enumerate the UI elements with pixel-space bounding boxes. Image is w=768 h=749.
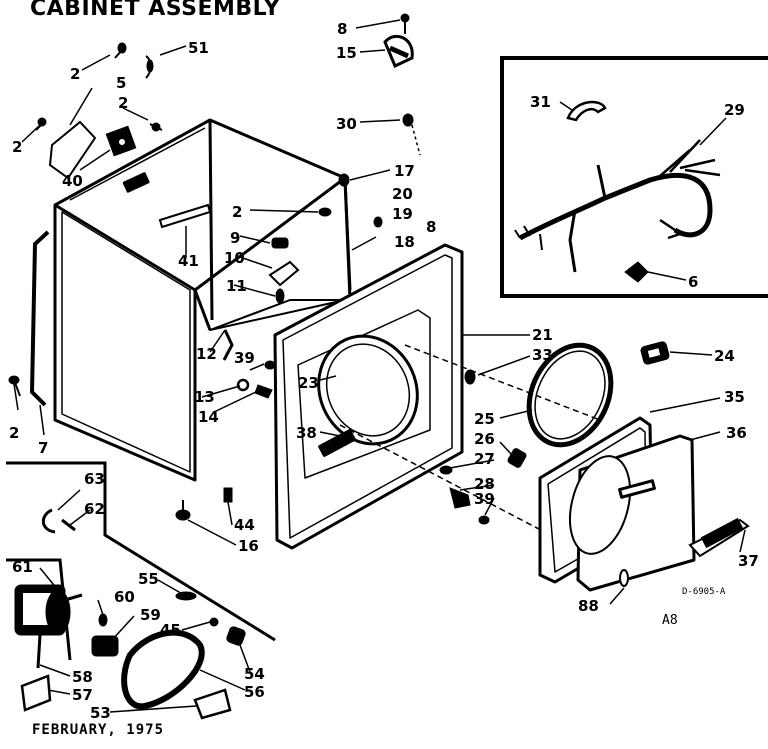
- callout-35: 35: [724, 388, 745, 406]
- foot-parts-16-44: [175, 487, 233, 521]
- callout-37: 37: [738, 552, 759, 570]
- callout-2: 2: [12, 138, 22, 156]
- hinge-parts-26-27-28: [439, 369, 527, 525]
- callout-40: 40: [62, 172, 83, 190]
- cabinet-box: [53, 118, 352, 482]
- callout-38: 38: [296, 424, 317, 442]
- callout-8: 8: [426, 218, 436, 236]
- callout-9: 9: [230, 229, 240, 247]
- callout-labels: 8 15 51 2 5 2 2 40 30 17 20 2 19 8 9 18 …: [9, 20, 759, 722]
- callout-29: 29: [724, 101, 745, 119]
- callout-28: 28: [474, 475, 495, 493]
- callout-53: 53: [90, 704, 111, 722]
- callout-31: 31: [530, 93, 551, 111]
- callout-23: 23: [298, 374, 319, 392]
- callout-60: 60: [114, 588, 135, 606]
- callout-44: 44: [234, 516, 255, 534]
- callout-25: 25: [474, 410, 495, 428]
- door-handle-part-37: [688, 517, 750, 558]
- callout-24: 24: [714, 347, 735, 365]
- callout-54: 54: [244, 665, 265, 683]
- callout-2: 2: [9, 424, 19, 442]
- bracket-plate-part-5: [48, 120, 137, 180]
- drive-belt-part-45: [121, 629, 205, 710]
- screws-top-left: [35, 42, 163, 132]
- callout-62: 62: [84, 500, 105, 518]
- switch-parts-9-10-11: [268, 237, 300, 304]
- callout-26: 26: [474, 430, 495, 448]
- footer-date: FEBRUARY, 1975: [32, 722, 165, 738]
- callout-21: 21: [532, 326, 553, 344]
- callout-36: 36: [726, 424, 747, 442]
- callout-6: 6: [688, 273, 698, 291]
- front-panel-part-21: [273, 243, 601, 550]
- motor-part-61: [14, 584, 83, 669]
- callout-30: 30: [336, 115, 357, 133]
- callout-58: 58: [72, 668, 93, 686]
- callout-57: 57: [72, 686, 93, 704]
- callout-19: 19: [392, 205, 413, 223]
- callout-8: 8: [337, 20, 347, 38]
- callout-59: 59: [140, 606, 161, 624]
- leader-lines: [13, 19, 746, 713]
- callout-39: 39: [474, 490, 495, 508]
- drawing-code: D-6905-A: [682, 587, 726, 597]
- door-part-36: [538, 416, 696, 592]
- callout-15: 15: [336, 44, 357, 62]
- callout-2: 2: [118, 94, 128, 112]
- callout-56: 56: [244, 683, 265, 701]
- callout-88: 88: [578, 597, 599, 615]
- bracket-part-41: [158, 203, 212, 229]
- callout-10: 10: [224, 249, 245, 267]
- page-title: CABINET ASSEMBLY: [30, 0, 281, 21]
- callout-17: 17: [394, 162, 415, 180]
- callout-33: 33: [532, 346, 553, 364]
- clip-parts-62-63: [41, 508, 76, 534]
- callout-41: 41: [178, 252, 199, 270]
- callout-7: 7: [38, 439, 48, 457]
- callout-20: 20: [392, 185, 413, 203]
- callout-39: 39: [234, 349, 255, 367]
- gasket-ring-part-25: [526, 342, 614, 448]
- callout-27: 27: [474, 450, 495, 468]
- callout-51: 51: [188, 39, 209, 57]
- callout-61: 61: [12, 558, 33, 576]
- pulley-parts-54-55-59-60: [91, 591, 246, 657]
- callout-14: 14: [198, 408, 219, 426]
- latch-part-24: [640, 341, 670, 365]
- sheet-code: A8: [662, 613, 678, 628]
- callout-18: 18: [394, 233, 415, 251]
- callout-2: 2: [232, 203, 242, 221]
- callout-5: 5: [116, 74, 126, 92]
- callout-12: 12: [196, 345, 217, 363]
- callout-11: 11: [226, 277, 247, 295]
- side-strip-part-18: [343, 179, 352, 291]
- callout-16: 16: [238, 537, 259, 555]
- bracket-parts-53-57: [20, 674, 232, 720]
- side-rod-part-7: [29, 230, 50, 407]
- top-fasteners: [318, 13, 421, 228]
- callout-63: 63: [84, 470, 105, 488]
- callout-45: 45: [160, 621, 181, 639]
- callout-2: 2: [70, 65, 80, 83]
- wiring-harness-inset: [500, 56, 768, 298]
- latch-parts-12-13-14: [222, 329, 276, 399]
- callout-13: 13: [194, 388, 215, 406]
- callout-55: 55: [138, 570, 159, 588]
